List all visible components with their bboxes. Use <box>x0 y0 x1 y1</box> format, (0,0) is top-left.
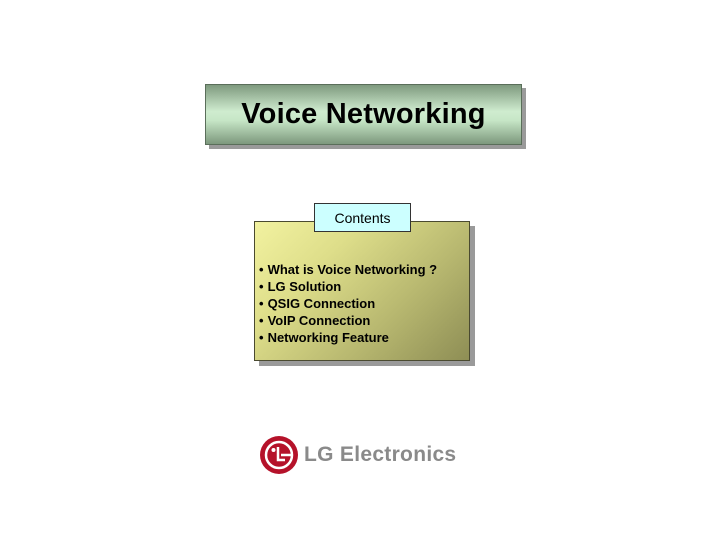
lg-face-logo-icon <box>260 436 298 474</box>
bullet-icon: • <box>259 279 264 294</box>
list-item: •LG Solution <box>259 279 342 294</box>
title-box: Voice Networking <box>205 84 522 145</box>
lg-logo: LG Electronics <box>260 436 456 474</box>
logo-text: LG Electronics <box>304 443 457 466</box>
list-item: •QSIG Connection <box>259 296 376 311</box>
list-item: •VoIP Connection <box>259 313 371 328</box>
contents-box <box>254 221 470 361</box>
bullet-icon: • <box>259 262 264 277</box>
contents-list: •What is Voice Networking ? •LG Solution… <box>259 261 437 346</box>
slide-title: Voice Networking <box>241 98 486 130</box>
list-item: •What is Voice Networking ? <box>259 262 438 277</box>
list-item: •Networking Feature <box>259 330 389 345</box>
bullet-icon: • <box>259 296 264 311</box>
bullet-icon: • <box>259 313 264 328</box>
bullet-icon: • <box>259 330 264 345</box>
contents-label: Contents <box>314 203 411 232</box>
